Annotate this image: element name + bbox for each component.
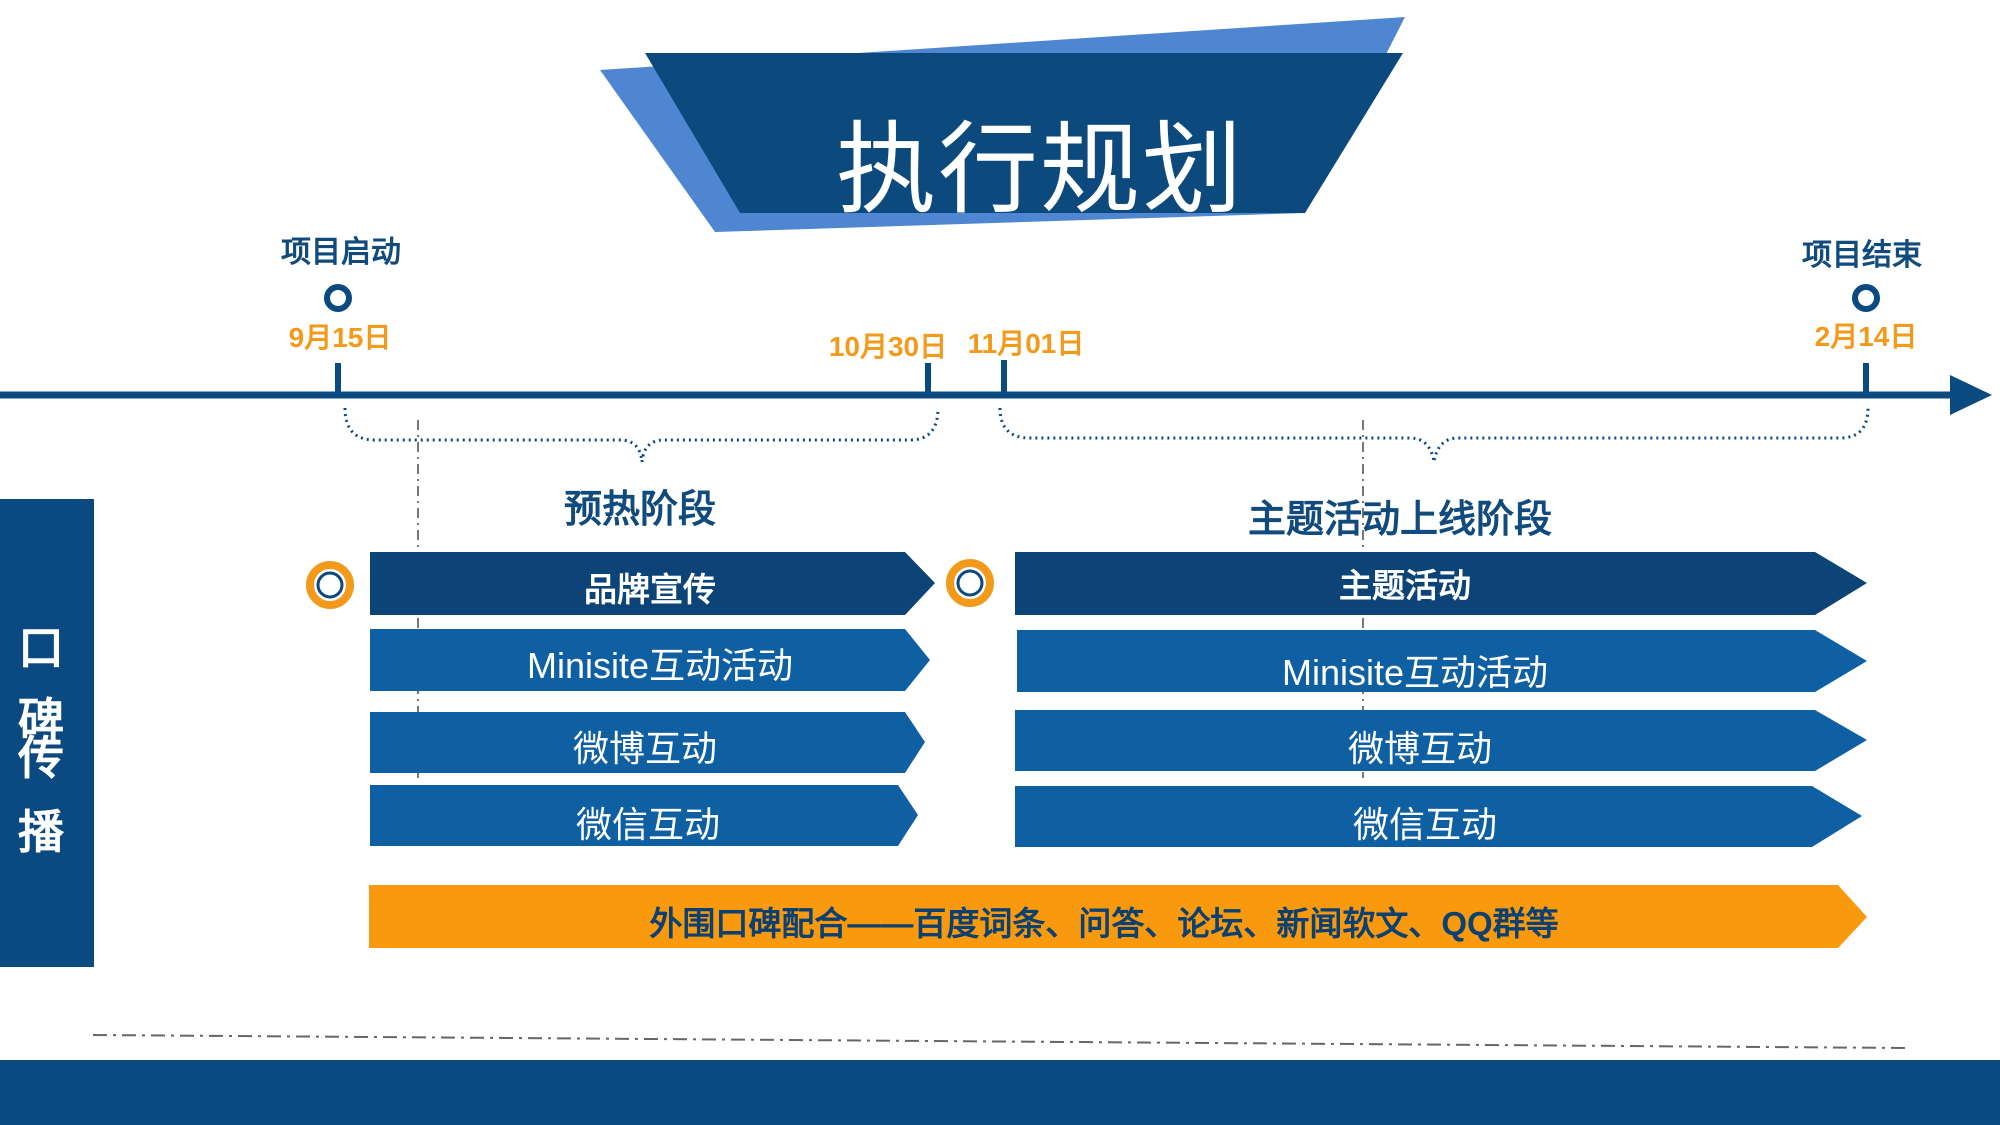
theme-row-weibo: 微博互动 xyxy=(1347,728,1492,769)
warmup-arrow-4 xyxy=(370,785,918,846)
warmup-arrow-2 xyxy=(370,629,930,691)
side-label-bar xyxy=(0,499,94,967)
warmup-arrow-3 xyxy=(370,712,925,773)
warmup-row-weibo: 微博互动 xyxy=(572,728,717,769)
end-milestone-icon xyxy=(1852,284,1880,312)
warmup-start-ring-inner xyxy=(316,571,344,599)
date-label-end: 2月14日 xyxy=(1814,321,1918,352)
warmup-row-brand: 品牌宣传 xyxy=(584,571,716,608)
date-label-10-30: 10月30日 xyxy=(828,331,948,362)
side-char-1: 口 xyxy=(18,622,64,674)
warmup-brace xyxy=(343,407,940,463)
wide-orange-arrow xyxy=(369,885,1867,948)
warmup-row-minisite: Minisite互动活动 xyxy=(526,645,794,686)
end-milestone-label: 项目结束 xyxy=(1802,239,1922,272)
theme-arrow-4 xyxy=(1015,786,1862,847)
theme-arrow-3 xyxy=(1015,710,1867,771)
tick-9-15 xyxy=(335,363,341,395)
date-label-11-01: 11月01日 xyxy=(967,328,1085,359)
tick-11-01 xyxy=(1001,360,1007,395)
phase-label-warmup: 预热阶段 xyxy=(563,489,716,531)
timeline-arrowhead xyxy=(1950,375,1992,415)
theme-brace xyxy=(998,407,1870,463)
bottom-separator xyxy=(92,1034,1909,1049)
wide-bar-label: 外围口碑配合——百度词条、问答、论坛、新闻软文、QQ群等 xyxy=(649,905,1559,942)
title-banner-front xyxy=(645,53,1403,213)
theme-arrow-2 xyxy=(1017,630,1867,692)
theme-row-wechat: 微信互动 xyxy=(1352,804,1497,845)
tick-2-14 xyxy=(1863,363,1869,395)
tick-10-30 xyxy=(925,363,931,395)
page-title: 执行规划 xyxy=(836,114,1244,226)
bottom-band xyxy=(0,1060,2000,1125)
side-char-4: 播 xyxy=(18,806,64,858)
warmup-row-wechat: 微信互动 xyxy=(575,804,720,845)
theme-start-ring-inner xyxy=(956,569,984,597)
phase-label-theme: 主题活动上线阶段 xyxy=(1247,499,1552,541)
theme-row-minisite: Minisite互动活动 xyxy=(1281,652,1549,693)
side-char-3: 传 xyxy=(18,732,64,784)
warmup-arrow-1 xyxy=(370,552,935,615)
side-char-2: 碑 xyxy=(18,694,64,746)
start-milestone-icon xyxy=(324,284,352,312)
date-label-start: 9月15日 xyxy=(288,322,392,353)
theme-arrow-1 xyxy=(1015,552,1867,615)
theme-row-main: 主题活动 xyxy=(1339,567,1471,604)
start-milestone-label: 项目启动 xyxy=(281,236,401,269)
